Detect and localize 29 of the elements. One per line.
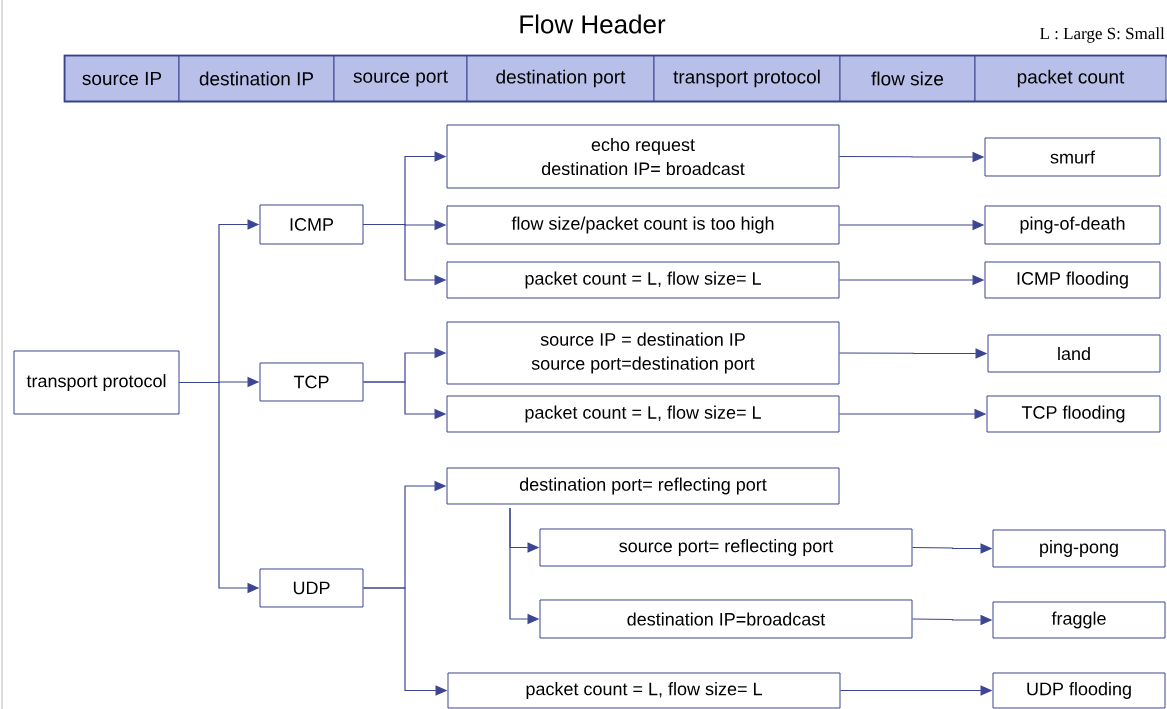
title: Flow Header bbox=[520, 14, 666, 34]
condition-box: echo request destination IP= broadcast bbox=[446, 124, 840, 189]
attack-box: smurf bbox=[984, 137, 1161, 177]
header-cell: source IP bbox=[64, 55, 180, 102]
header-cell: destination port bbox=[466, 55, 655, 102]
condition-box: packet count = L, flow size= L bbox=[446, 261, 840, 299]
condition-box: destination IP=broadcast bbox=[539, 599, 913, 639]
header-cell: source port bbox=[333, 55, 468, 102]
condition-box: packet count = L, flow size= L bbox=[447, 672, 841, 709]
process-box: transport protocol bbox=[13, 350, 180, 415]
condition-box: flow size/packet count is too high bbox=[446, 205, 840, 245]
protocol-box: TCP bbox=[259, 362, 364, 402]
protocol-box: UDP bbox=[259, 568, 364, 608]
attack-box: land bbox=[987, 334, 1161, 373]
header-cell: packet count bbox=[974, 55, 1167, 102]
condition-box: destination port= reflecting port bbox=[446, 467, 840, 505]
attack-box: ping-of-death bbox=[984, 205, 1161, 245]
attack-box: UDP flooding bbox=[992, 672, 1166, 709]
header-cell: destination IP bbox=[178, 55, 335, 102]
attack-box: fraggle bbox=[992, 601, 1166, 639]
attack-box: ICMP flooding bbox=[984, 261, 1161, 299]
header-cell: flow size bbox=[839, 55, 976, 102]
protocol-box: ICMP bbox=[259, 204, 364, 245]
header-cell: transport protocol bbox=[653, 55, 841, 102]
condition-box: source IP = destination IP source port=destination port bbox=[446, 321, 840, 385]
condition-box: packet count = L, flow size= L bbox=[446, 395, 840, 433]
attack-box: ping-pong bbox=[992, 529, 1166, 568]
attack-box: TCP flooding bbox=[986, 395, 1161, 433]
condition-box: source port= reflecting port bbox=[539, 528, 913, 567]
